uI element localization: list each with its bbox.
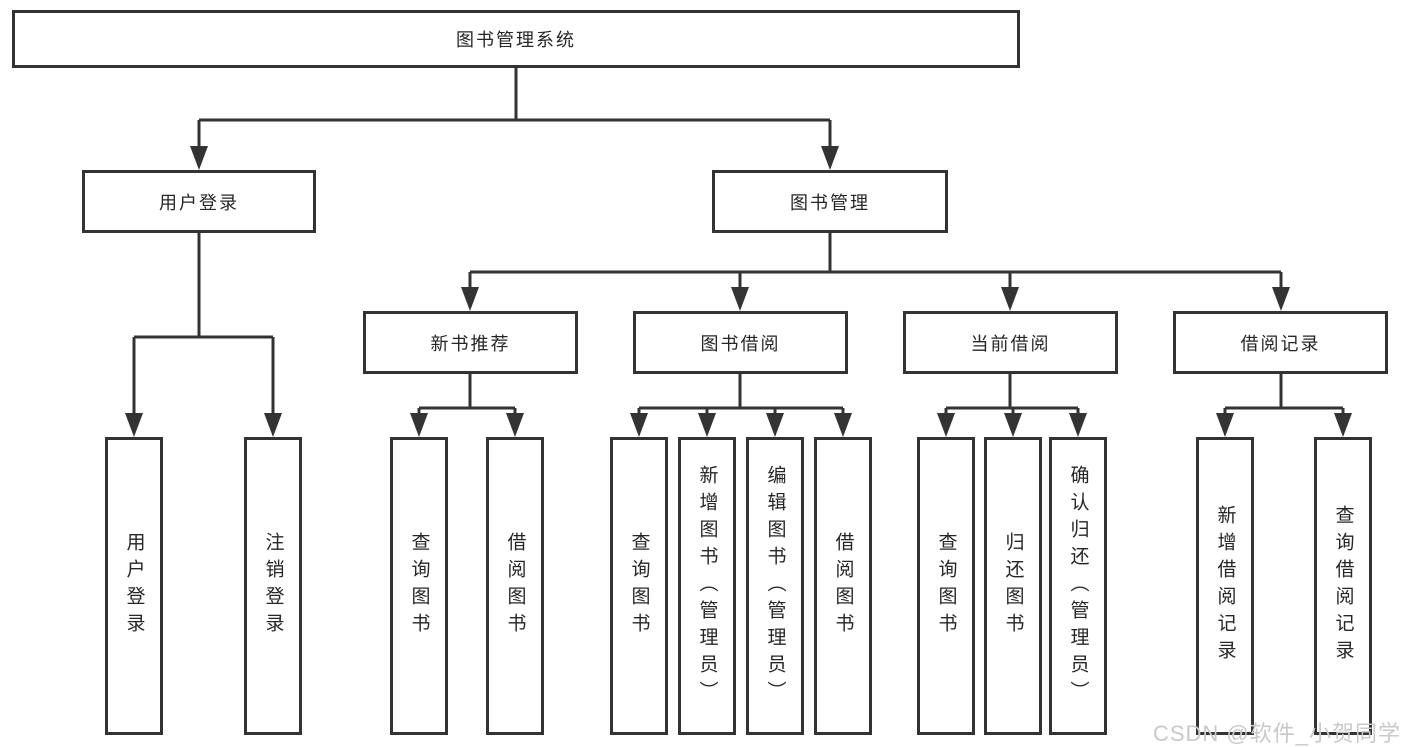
node-label: 新增借阅记录 bbox=[1214, 505, 1236, 667]
node-user-login: 用户登录 bbox=[82, 170, 316, 233]
node-book-borrowing: 图书借阅 bbox=[633, 311, 848, 374]
node-root-label: 图书管理系统 bbox=[456, 30, 576, 50]
node-label: 查询借阅记录 bbox=[1332, 505, 1354, 667]
node-label: 图书管理 bbox=[790, 192, 870, 213]
node-label: 编辑图书（管理员） bbox=[764, 464, 786, 708]
leaf-confirm-return-admin: 确认归还（管理员） bbox=[1049, 437, 1107, 735]
node-label: 查询图书 bbox=[408, 532, 430, 640]
leaf-add-borrow-record: 新增借阅记录 bbox=[1196, 437, 1254, 735]
node-label: 用户登录 bbox=[159, 192, 239, 213]
leaf-query-borrow-record: 查询借阅记录 bbox=[1314, 437, 1372, 735]
edge-newbook-to-leaves bbox=[417, 374, 517, 415]
node-label: 新书推荐 bbox=[430, 333, 511, 354]
edge-userlogin-to-leaves bbox=[132, 233, 275, 415]
watermark-text: CSDN @软件_小贺同学 bbox=[1152, 721, 1401, 746]
edge-borrow-to-leaves bbox=[637, 374, 845, 415]
edge-records-to-leaves bbox=[1223, 374, 1345, 415]
leaf-edit-books-admin: 编辑图书（管理员） bbox=[746, 437, 804, 735]
node-new-book-recommend: 新书推荐 bbox=[363, 311, 578, 374]
edge-root-to-level2 bbox=[197, 68, 832, 148]
leaf-return-books: 归还图书 bbox=[984, 437, 1042, 735]
node-label: 借阅图书 bbox=[504, 532, 526, 640]
node-label: 借阅图书 bbox=[832, 532, 854, 640]
node-label: 注销登录 bbox=[262, 532, 284, 640]
node-borrow-records: 借阅记录 bbox=[1173, 311, 1388, 374]
leaf-add-books-admin: 新增图书（管理员） bbox=[678, 437, 736, 735]
leaf-query-books-recommend: 查询图书 bbox=[390, 437, 448, 735]
leaf-borrow-books-recommend: 借阅图书 bbox=[486, 437, 544, 735]
node-label: 新增图书（管理员） bbox=[696, 464, 718, 708]
leaf-query-books-borrowing: 查询图书 bbox=[610, 437, 668, 735]
node-label: 图书借阅 bbox=[700, 333, 781, 354]
node-label: 用户登录 bbox=[123, 532, 145, 640]
node-label: 归还图书 bbox=[1002, 532, 1024, 640]
node-root: 图书管理系统 bbox=[12, 10, 1020, 68]
node-label: 查询图书 bbox=[935, 532, 957, 640]
edge-bookmgmt-to-level3 bbox=[468, 233, 1283, 289]
leaf-query-books-current: 查询图书 bbox=[917, 437, 975, 735]
node-current-borrowing: 当前借阅 bbox=[903, 311, 1118, 374]
node-label: 借阅记录 bbox=[1240, 333, 1321, 354]
arrowheads bbox=[125, 146, 1352, 437]
leaf-user-login: 用户登录 bbox=[105, 437, 163, 735]
node-book-management: 图书管理 bbox=[712, 170, 948, 233]
node-label: 当前借阅 bbox=[970, 333, 1051, 354]
edge-current-to-leaves bbox=[944, 374, 1080, 415]
node-label: 确认归还（管理员） bbox=[1067, 464, 1089, 708]
leaf-borrow-books-borrowing: 借阅图书 bbox=[814, 437, 872, 735]
node-label: 查询图书 bbox=[628, 532, 650, 640]
leaf-logout: 注销登录 bbox=[244, 437, 302, 735]
